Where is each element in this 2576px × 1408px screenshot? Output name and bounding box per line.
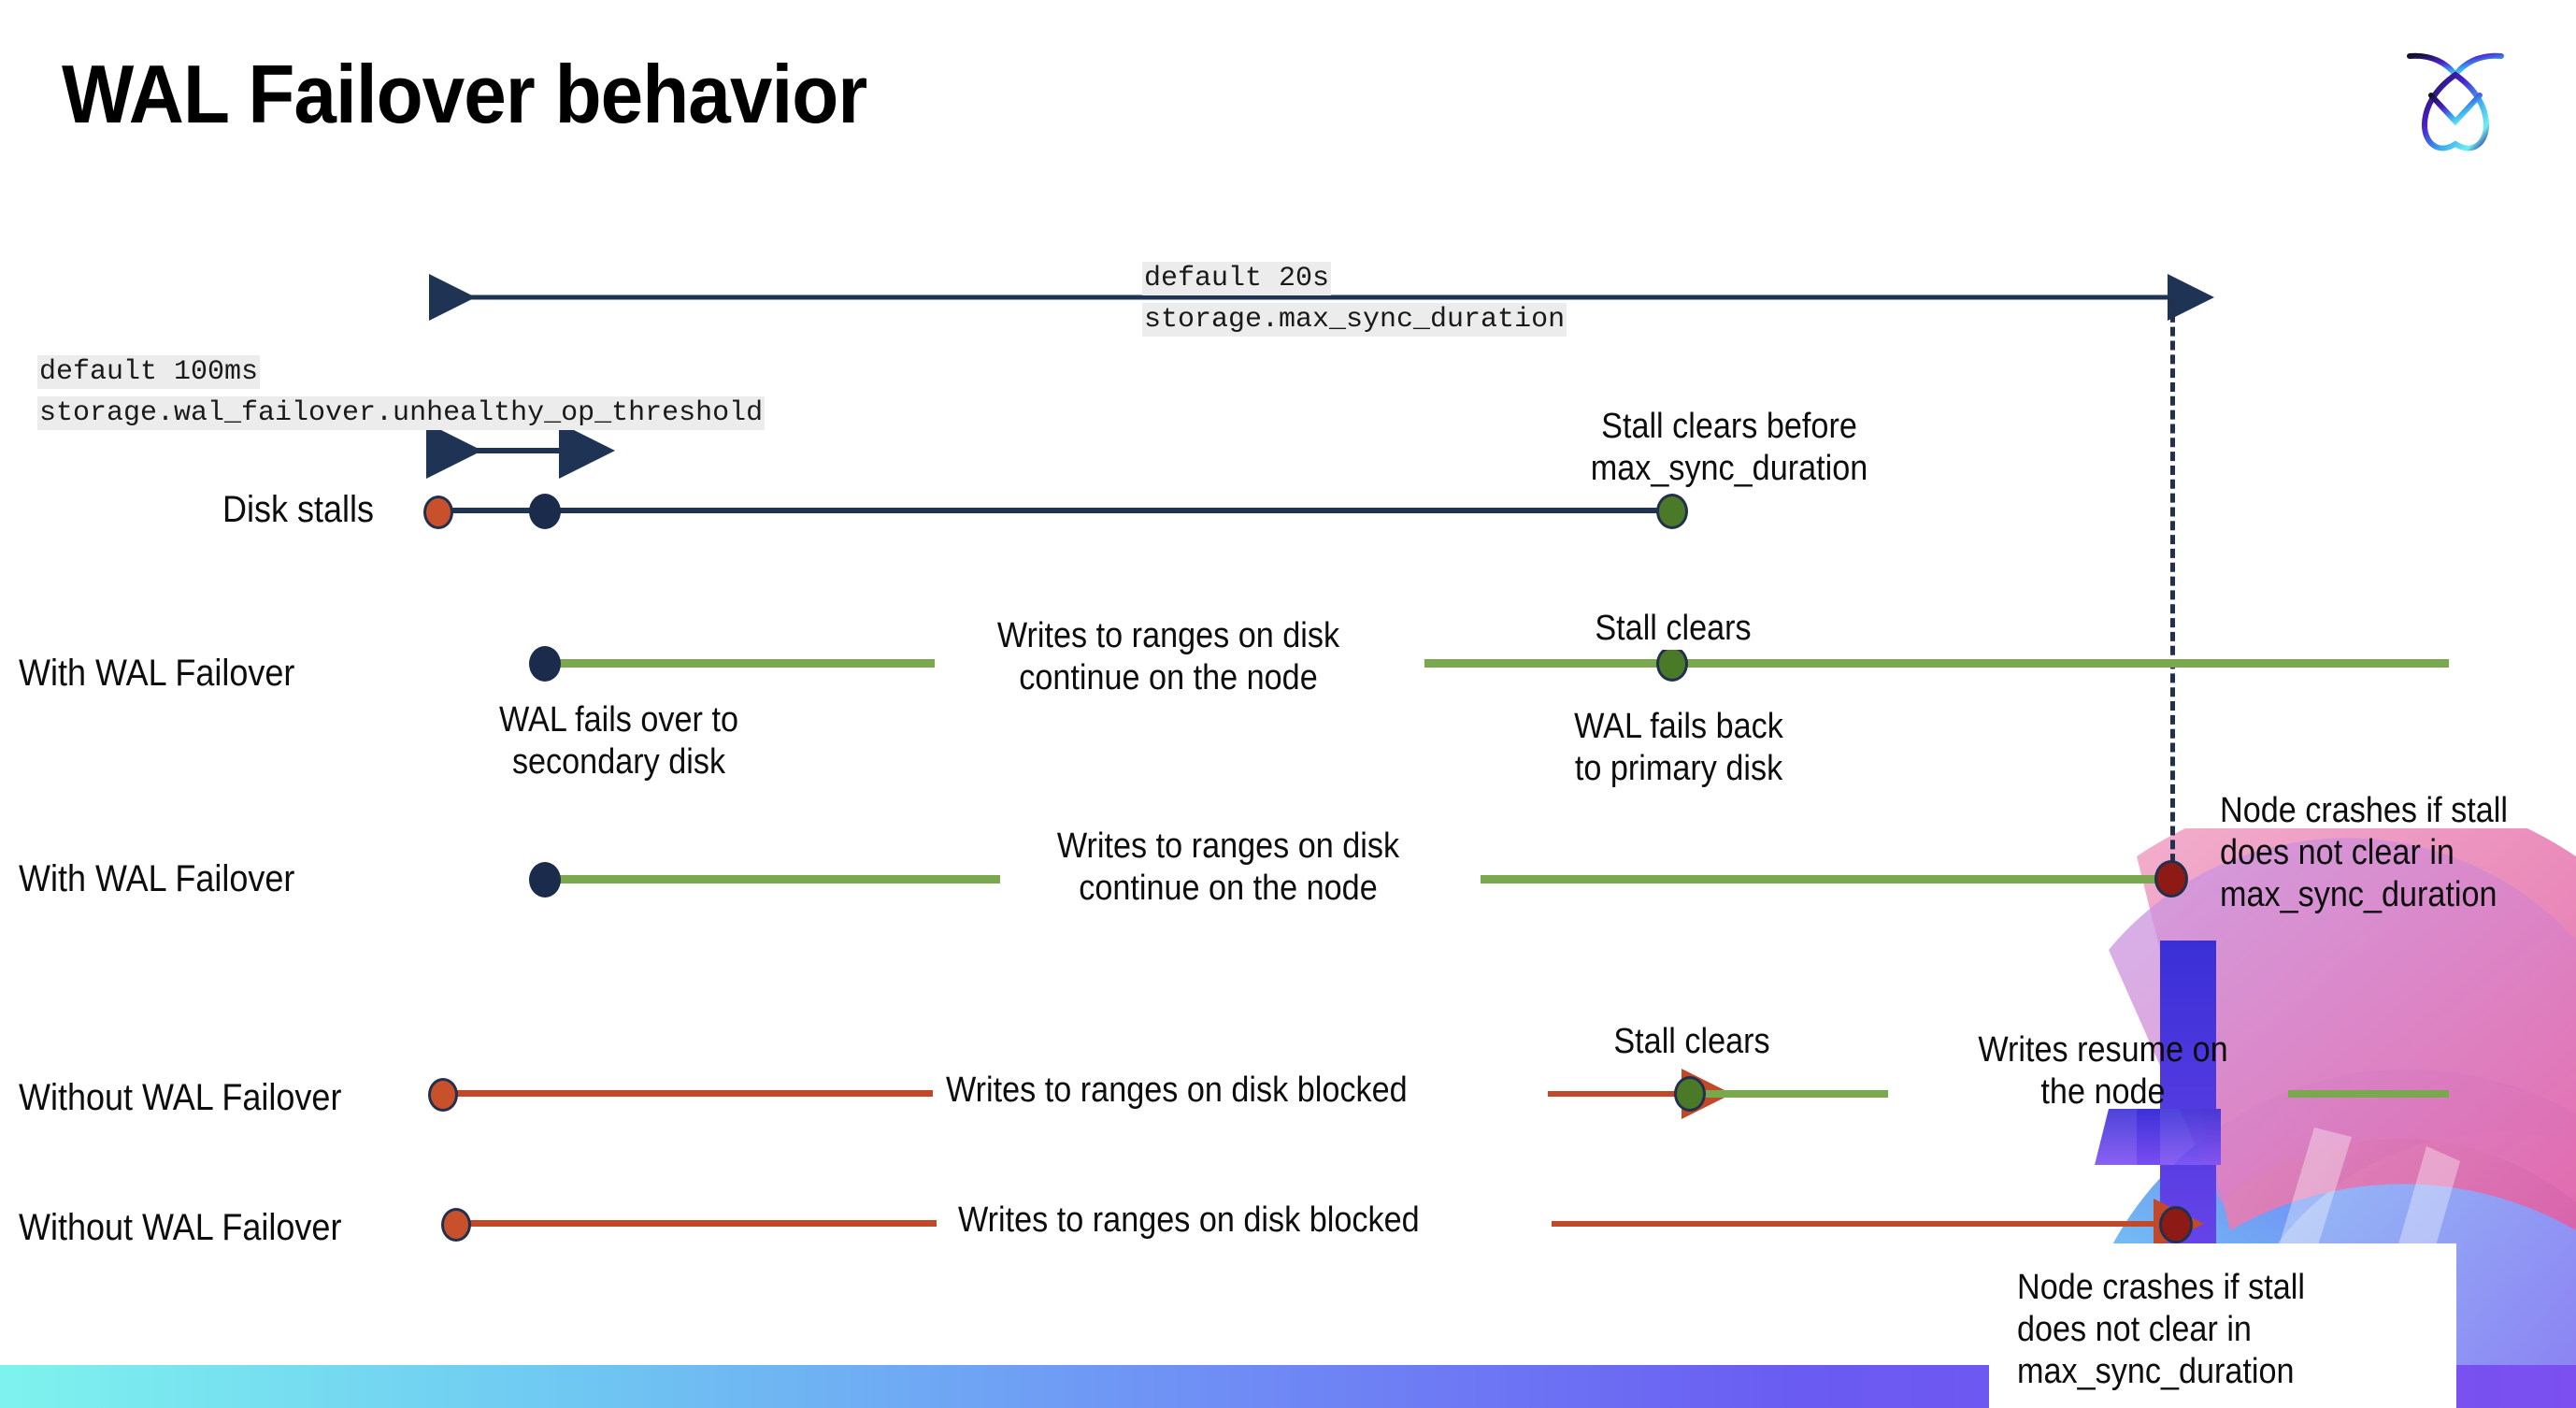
disk-stalls-timeline	[439, 508, 1675, 513]
without-wal-failover-2-red-segment	[460, 1220, 937, 1227]
cockroachdb-logo-icon	[2385, 28, 2526, 168]
annotation-stall-clears-2: Stall clears	[1613, 1022, 1770, 1061]
page-title: WAL Failover behavior	[62, 48, 867, 140]
node-crash-dot-2	[2159, 1206, 2193, 1243]
annotation-writes-continue-2: Writes to ranges on disk continue on the…	[1018, 826, 1438, 910]
annotation-stall-clears-before: Stall clears before max_sync_duration	[1590, 407, 1868, 488]
without-wal-failover-1-red-segment	[447, 1090, 933, 1097]
max-sync-duration-name: storage.max_sync_duration	[1142, 303, 1567, 338]
unhealthy-op-threshold-name: storage.wal_failover.unhealthy_op_thresh…	[37, 396, 766, 431]
without-wal-failover-1-green-segment-2	[2288, 1090, 2449, 1098]
with-wal-failover-2-segment-b	[1481, 875, 2187, 884]
row-label-without-wal-failover-2: Without WAL Failover	[19, 1207, 342, 1248]
with-wal-failover-1-segment-b	[1424, 659, 2449, 668]
annotation-node-crashes-1: Node crashes if stall does not clear in …	[2220, 791, 2508, 914]
without-wal-stall-start-dot-1	[428, 1078, 458, 1112]
annotation-node-crashes-2: Node crashes if stall does not clear in …	[2017, 1268, 2305, 1391]
wal-failover-start-dot-1	[529, 646, 561, 682]
node-crash-dot-1	[2154, 860, 2188, 898]
annotation-writes-blocked-2: Writes to ranges on disk blocked	[958, 1200, 1420, 1240]
wal-failback-dot-1	[1656, 646, 1688, 682]
row-label-without-wal-failover-1: Without WAL Failover	[19, 1077, 342, 1118]
annotation-writes-continue-1: Writes to ranges on disk continue on the…	[958, 615, 1379, 699]
annotation-writes-resume: Writes resume on the node	[1978, 1030, 2228, 1112]
without-wal-stall-clear-dot	[1674, 1076, 1706, 1112]
wal-failover-trigger-dot	[529, 494, 561, 529]
annotation-stall-clears-1: Stall clears	[1538, 608, 1808, 650]
without-wal-failover-1-green-segment	[1696, 1090, 1888, 1098]
with-wal-failover-1-segment-a	[542, 659, 935, 668]
max-sync-duration-dashed-connector	[2170, 299, 2175, 877]
disk-stall-start-dot	[423, 496, 453, 529]
max-sync-duration-setting: default 20s storage.max_sync_duration	[1142, 258, 1567, 341]
without-wal-stall-start-dot-2	[441, 1208, 471, 1242]
annotation-wal-fails-back: WAL fails back to primary disk	[1574, 707, 1783, 788]
annotation-writes-blocked-1: Writes to ranges on disk blocked	[946, 1070, 1408, 1110]
disk-stall-clear-dot	[1656, 494, 1688, 529]
row-label-with-wal-failover-2: With WAL Failover	[19, 858, 295, 899]
row-label-disk-stalls: Disk stalls	[222, 489, 375, 530]
row-label-with-wal-failover-1: With WAL Failover	[19, 653, 295, 694]
annotation-wal-fails-over: WAL fails over to secondary disk	[499, 700, 738, 782]
with-wal-failover-2-segment-a	[542, 875, 1000, 884]
unhealthy-op-threshold-setting: default 100ms storage.wal_failover.unhea…	[37, 352, 766, 435]
unhealthy-op-threshold-default: default 100ms	[37, 355, 261, 389]
wal-failover-start-dot-2	[529, 862, 561, 898]
max-sync-duration-default: default 20s	[1142, 262, 1332, 295]
